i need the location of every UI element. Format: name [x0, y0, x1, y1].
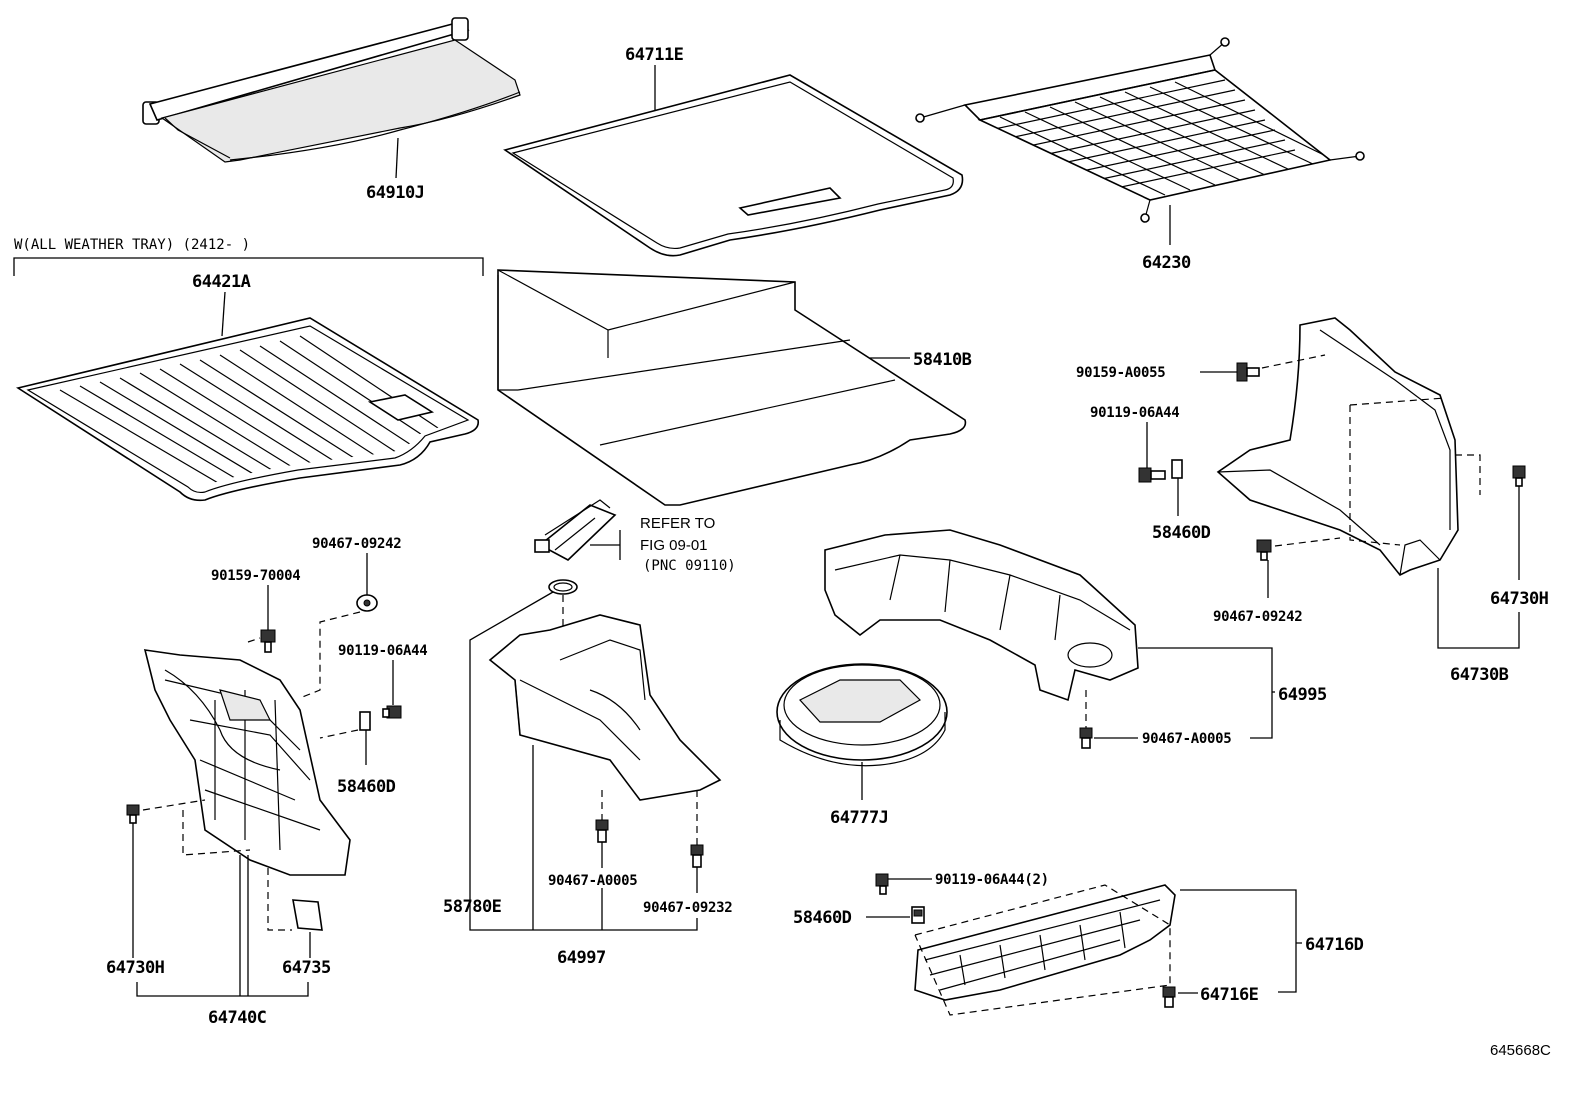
- deck-board: [497, 269, 967, 506]
- all-weather-note: W(ALL WEATHER TRAY) (2412- ): [14, 237, 250, 253]
- label-64777J: 64777J: [830, 808, 888, 828]
- bolt-icon: [1138, 467, 1166, 483]
- label-90119-06A44-right: 90119-06A44: [1090, 405, 1179, 421]
- right-side-trim: [1216, 317, 1459, 577]
- clip-icon: [359, 711, 371, 731]
- left-side-trim: [143, 649, 351, 876]
- label-64716D: 64716D: [1305, 935, 1364, 955]
- label-58780E: 58780E: [443, 897, 502, 917]
- cargo-net: [915, 37, 1365, 223]
- label-58460D-left: 58460D: [337, 777, 396, 797]
- figure-id: 645668C: [1490, 1042, 1551, 1059]
- label-90467-09232: 90467-09232: [643, 900, 732, 916]
- bolt-icon: [875, 873, 889, 895]
- label-58460D-right: 58460D: [1152, 523, 1211, 543]
- label-64740C: 64740C: [208, 1008, 266, 1028]
- label-90467-A0005-center: 90467-A0005: [548, 873, 637, 889]
- clip-icon: [911, 906, 925, 924]
- label-64230: 64230: [1142, 253, 1191, 273]
- label-90159-70004: 90159-70004: [211, 568, 300, 584]
- nut-icon: [356, 594, 378, 612]
- label-58460D-bottom: 58460D: [793, 908, 852, 928]
- label-90159-A0055: 90159-A0055: [1076, 365, 1165, 381]
- clip-icon: [1162, 986, 1176, 1008]
- label-64421A: 64421A: [192, 272, 251, 292]
- label-64730B: 64730B: [1450, 665, 1509, 685]
- refer-to-note: REFER TO: [640, 515, 715, 532]
- screw-icon: [1256, 539, 1272, 561]
- rear-sill-plate: [914, 884, 1176, 1001]
- label-64910J: 64910J: [366, 183, 424, 203]
- label-64995: 64995: [1278, 685, 1327, 705]
- label-90467-09242-left: 90467-09242: [312, 536, 401, 552]
- label-90119-06A44-2: 90119-06A44(2): [935, 872, 1049, 888]
- label-64730H-left: 64730H: [106, 958, 165, 978]
- label-58410B: 58410B: [913, 350, 972, 370]
- bracket-icon: [292, 899, 323, 931]
- clip-icon: [595, 819, 609, 843]
- label-64716E: 64716E: [1200, 985, 1259, 1005]
- label-64735: 64735: [282, 958, 331, 978]
- bolt-icon: [260, 629, 276, 653]
- label-64997: 64997: [557, 948, 606, 968]
- label-64730H-right: 64730H: [1490, 589, 1549, 609]
- screw-icon: [1512, 465, 1526, 487]
- label-90467-09242-right: 90467-09242: [1213, 609, 1302, 625]
- ring-icon: [548, 579, 578, 595]
- spare-tire-holder: [824, 529, 1139, 702]
- label-64711E: 64711E: [625, 45, 684, 65]
- pnc-reference: (PNC 09110): [643, 558, 736, 574]
- fig-reference: FIG 09-01: [640, 537, 708, 554]
- all-weather-tray: [15, 317, 480, 502]
- jack-icon: [534, 499, 617, 561]
- bolt-icon: [1236, 362, 1260, 382]
- center-box: [488, 614, 722, 801]
- clip-icon: [1079, 727, 1093, 749]
- tool-tray: [776, 663, 948, 767]
- label-90119-06A44-left: 90119-06A44: [338, 643, 427, 659]
- tonneau-cover: [142, 17, 521, 163]
- bolt-icon: [382, 705, 402, 719]
- screw-icon: [126, 804, 140, 824]
- label-90467-A0005-right: 90467-A0005: [1142, 731, 1231, 747]
- clip-icon: [1171, 459, 1183, 479]
- clip-icon: [690, 844, 704, 868]
- cargo-mat: [503, 74, 964, 257]
